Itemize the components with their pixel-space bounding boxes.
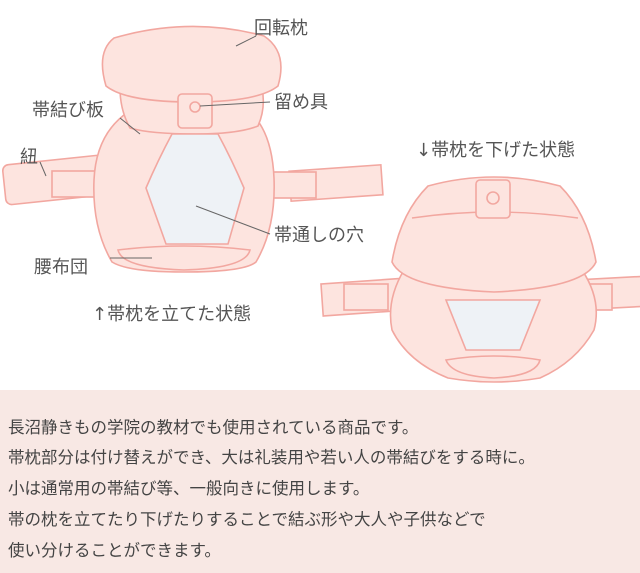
label-string: 紐	[20, 147, 38, 168]
obi-tool-illustration: .sh { fill: #fde4df; stroke: #f2a7a0; st…	[1, 25, 640, 383]
diagram: .sh { fill: #fde4df; stroke: #f2a7a0; st…	[1, 18, 640, 383]
waist-cushion	[117, 245, 251, 271]
description-line-2: 帯枕部分は付け替えができ、大は礼装用や若い人の帯結びをする時に。	[8, 448, 535, 467]
description-panel: 長沼静きもの学院の教材でも使用されている商品です。 帯枕部分は付け替えができ、大…	[0, 390, 640, 573]
label-upright-state: ↑帯枕を立てた状態	[92, 304, 252, 325]
leader-obi-board	[119, 117, 141, 135]
label-obi-hole: 帯通しの穴	[274, 225, 364, 246]
lowered-pillow	[391, 176, 597, 293]
label-lowered-state: ↓帯枕を下げた状態	[416, 140, 576, 161]
lowered-left-tab	[343, 283, 389, 311]
leader-string	[39, 161, 47, 177]
description-line-5: 使い分けることができます。	[8, 541, 221, 560]
description-line-1: 長沼静きもの学院の教材でも使用されている商品です。	[8, 418, 419, 437]
lowered-device	[320, 176, 640, 383]
obi-hole	[145, 133, 245, 245]
leader-obi-hole	[195, 205, 271, 235]
label-obi-board: 帯結び板	[32, 100, 104, 121]
description-line-4: 帯の枕を立てたり下げたりすることで結ぶ形や大人や子供などで	[8, 510, 486, 529]
description-line-3: 小は通常用の帯結び等、一般向きに使用します。	[8, 479, 370, 498]
label-waist-cushion: 腰布団	[34, 257, 88, 278]
left-string-tab	[51, 170, 101, 198]
lowered-hole	[444, 299, 542, 351]
upright-device	[1, 25, 384, 273]
label-fastener: 留め具	[274, 92, 328, 113]
lowered-fastener-hole	[486, 191, 500, 205]
leader-rotating-pillow	[235, 35, 257, 47]
fastener-hole	[189, 101, 201, 113]
leader-fastener	[199, 101, 271, 107]
label-rotating-pillow: 回転枕	[254, 18, 308, 39]
right-string-tab	[267, 171, 317, 199]
lowered-cushion	[444, 355, 541, 379]
